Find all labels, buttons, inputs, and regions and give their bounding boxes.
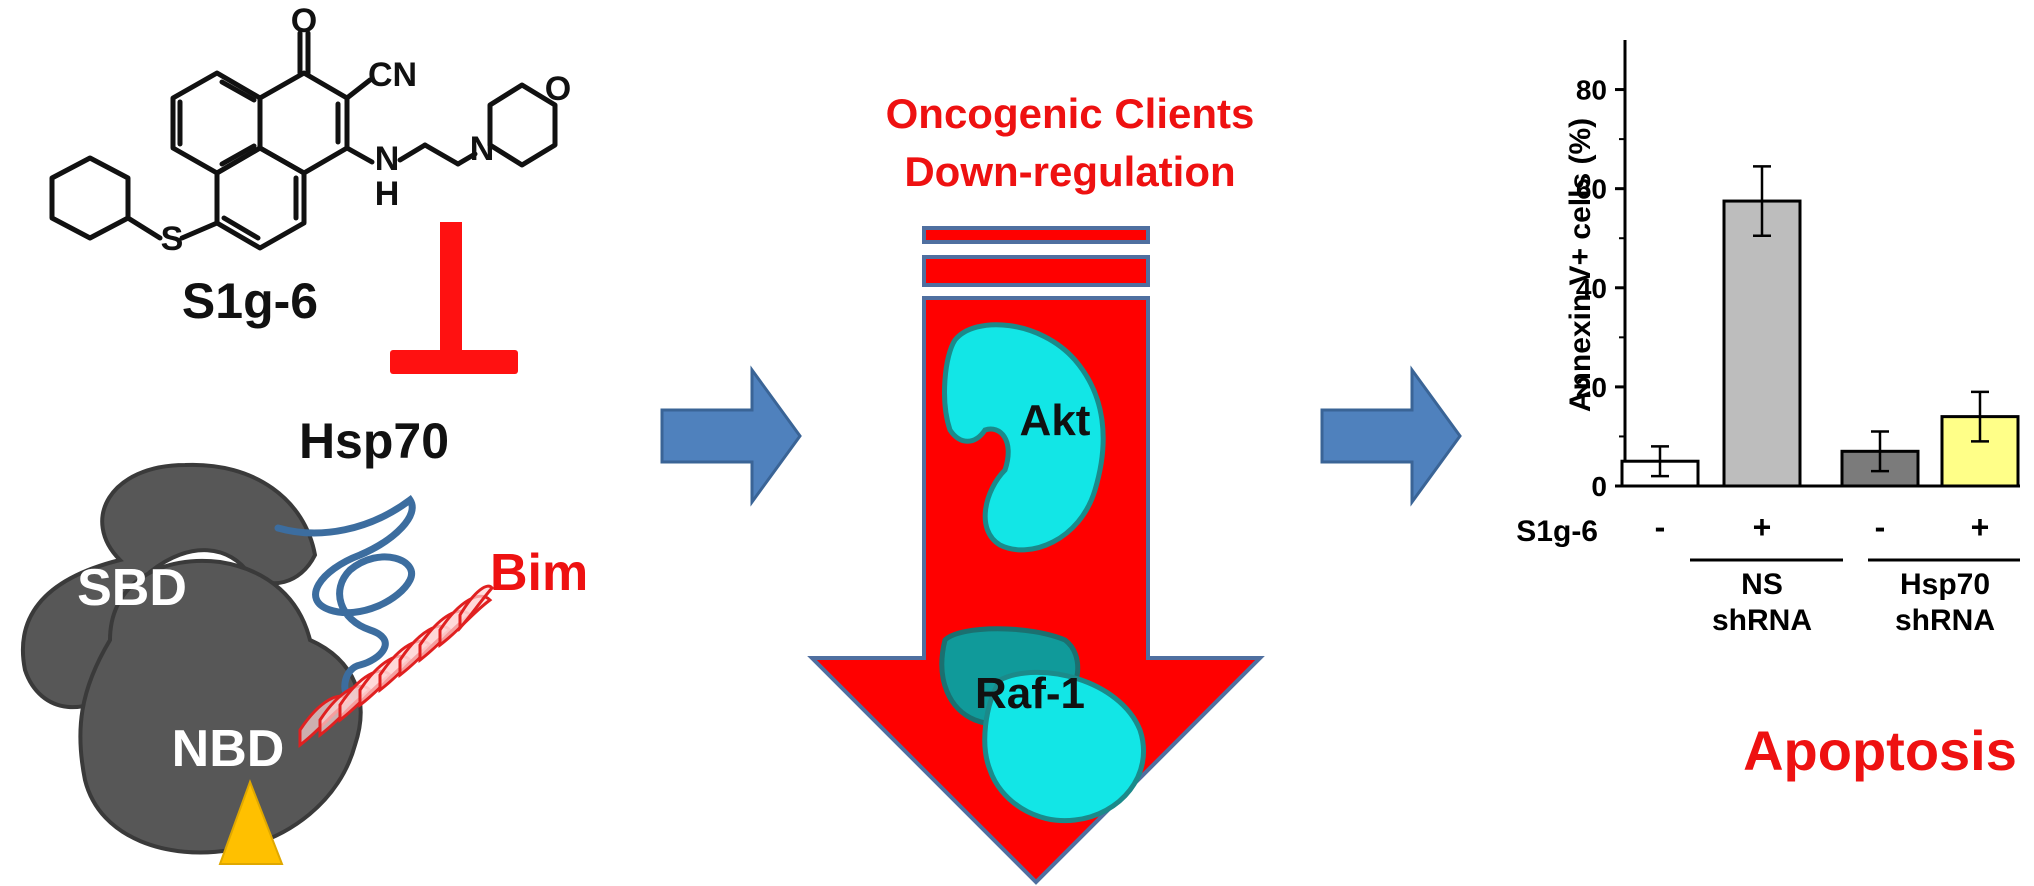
morpholine-o-label: O xyxy=(545,70,571,108)
y-tick-label: 80 xyxy=(1576,75,1607,106)
nbd-domain-shape xyxy=(78,558,363,855)
inhibition-bar-icon xyxy=(390,222,518,374)
y-tick-label: 0 xyxy=(1591,471,1607,502)
y-tick-label: 60 xyxy=(1576,174,1607,205)
treatment-mark-2: + xyxy=(1753,509,1772,545)
group-label-1-line2: shRNA xyxy=(1712,604,1812,637)
atom-label-cn: CN xyxy=(368,56,417,94)
center-title-line2: Down-regulation xyxy=(904,148,1235,195)
treatment-marks: - + - + xyxy=(1655,509,1990,545)
raf1-label: Raf-1 xyxy=(975,669,1085,718)
cyclohexyl-ring xyxy=(49,155,131,241)
bim-peptide-coil xyxy=(274,494,416,704)
bim-helix xyxy=(298,584,494,749)
sbd-domain-shape xyxy=(20,462,318,710)
center-title-line1: Oncogenic Clients xyxy=(886,90,1255,137)
atom-label-h: H xyxy=(375,175,400,213)
bim-label: Bim xyxy=(490,544,588,602)
bar-2 xyxy=(1722,199,1802,488)
nucleotide-triangle-icon xyxy=(218,779,284,865)
akt-label: Akt xyxy=(1020,396,1091,445)
group-label-2-line1: Hsp70 xyxy=(1900,568,1990,601)
y-tick-label: 40 xyxy=(1576,273,1607,304)
treatment-row-label: S1g-6 xyxy=(1516,515,1598,548)
outcome-label: Apoptosis xyxy=(1743,719,2017,782)
protein-name: Hsp70 xyxy=(299,413,449,469)
y-ticks: 0 20 40 60 80 xyxy=(1576,75,1625,502)
treatment-mark-1: - xyxy=(1655,509,1666,545)
raf1-protein xyxy=(939,626,1147,824)
atom-label-s: S xyxy=(161,220,184,258)
akt-shape xyxy=(942,322,1106,553)
hsp70-cartoon xyxy=(20,462,494,865)
raf1-front-shape xyxy=(982,669,1147,824)
atom-label-n: N xyxy=(375,140,400,178)
bars xyxy=(1620,165,2020,488)
group-label-1-line1: NS xyxy=(1741,568,1783,601)
group-label-2-line2: shRNA xyxy=(1895,604,1995,637)
s1g6-structure xyxy=(49,30,558,251)
atom-label-o: O xyxy=(291,2,317,40)
right-arrow-2-icon xyxy=(1320,365,1462,507)
akt-protein xyxy=(942,322,1106,553)
compound-name: S1g-6 xyxy=(182,273,318,329)
y-axis-label: Annexin V+ cells (%) xyxy=(1564,118,1597,412)
right-arrow-1-icon xyxy=(660,365,802,507)
sbd-label: SBD xyxy=(77,559,187,617)
molecule-atom-labels: O CN N H N O S xyxy=(161,2,572,258)
nbd-label: NBD xyxy=(172,720,285,778)
treatment-mark-3: - xyxy=(1875,509,1886,545)
treatment-mark-4: + xyxy=(1971,509,1990,545)
y-tick-label: 20 xyxy=(1576,372,1607,403)
bar-4 xyxy=(1940,415,2020,488)
morpholine-ring xyxy=(487,82,558,168)
downregulation-arrow-icon xyxy=(807,226,1265,885)
quinone-ring xyxy=(257,70,350,176)
morpholine-n-label: N xyxy=(470,130,495,168)
